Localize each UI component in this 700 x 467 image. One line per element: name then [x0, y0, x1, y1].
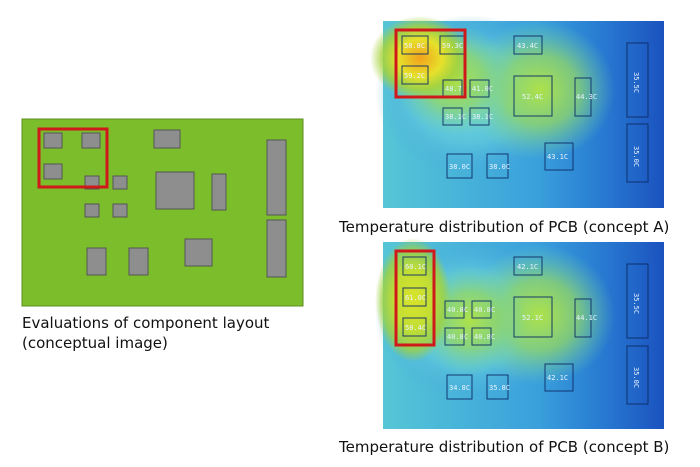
temp-label-b: 52.1C — [522, 314, 543, 322]
temp-label-a: 38.0C — [449, 163, 470, 171]
temp-label-a: 41.0C — [472, 85, 493, 93]
temp-label-b: 35.5C — [632, 293, 640, 314]
pcb-thermal-concept-b: 60.1C 61.0C 58.4C 42.1C 40.8C 40.8C 40.8… — [375, 238, 664, 429]
temp-label-a: 43.4C — [517, 42, 538, 50]
highlight-box — [394, 28, 467, 99]
chip — [86, 247, 107, 276]
chip — [128, 247, 149, 276]
temp-label-b: 40.8C — [474, 306, 495, 314]
temp-label-b: 61.0C — [405, 294, 426, 302]
temp-label-a: 38.1C — [445, 113, 466, 121]
temp-label-b: 40.8C — [447, 306, 468, 314]
highlight-box — [394, 249, 436, 347]
temp-label-a: 44.3C — [576, 93, 597, 101]
chip — [81, 132, 101, 149]
chip — [266, 139, 287, 216]
chip — [153, 129, 181, 149]
temp-label-b: 34.8C — [449, 384, 470, 392]
chip — [155, 171, 195, 210]
temp-label-a: 35.0C — [632, 146, 640, 167]
layout-caption-line2: (conceptual image) — [22, 334, 168, 352]
chip — [112, 175, 128, 190]
temp-label-a: 43.1C — [547, 153, 568, 161]
temp-label-b: 35.8C — [489, 384, 510, 392]
chip — [43, 132, 63, 149]
temp-label-a: 35.5C — [632, 72, 640, 93]
temp-label-a: 58.8C — [404, 42, 425, 50]
temp-label-b: 42.1C — [517, 263, 538, 271]
temp-label-a: 59.2C — [404, 72, 425, 80]
concept-b-caption: Temperature distribution of PCB (concept… — [339, 438, 670, 456]
temp-label-a: 59.3C — [442, 42, 463, 50]
concept-a-caption: Temperature distribution of PCB (concept… — [339, 218, 670, 236]
temp-label-a: 38.1C — [472, 113, 493, 121]
chip — [112, 203, 128, 218]
chip — [43, 163, 63, 180]
temp-label-b: 35.0C — [632, 367, 640, 388]
temp-label-b: 40.8C — [447, 333, 468, 341]
temp-label-a: 48.7 — [445, 85, 462, 93]
temp-label-a: 38.0C — [489, 163, 510, 171]
chip — [211, 173, 227, 211]
temp-label-a: 52.4C — [522, 93, 543, 101]
layout-caption-line1: Evaluations of component layout — [22, 314, 270, 332]
highlight-box — [37, 127, 109, 189]
temp-label-b: 42.1C — [547, 374, 568, 382]
chip — [84, 203, 100, 218]
pcb-thermal-concept-a: 58.8C 59.3C 59.2C 48.7 41.0C 38.1C 38.1C… — [370, 15, 664, 208]
chip — [184, 238, 213, 267]
temp-label-b: 58.4C — [405, 324, 426, 332]
layout-caption: Evaluations of component layout (concept… — [22, 313, 269, 353]
temp-label-b: 44.1C — [576, 314, 597, 322]
temp-label-b: 40.8C — [474, 333, 495, 341]
temp-label-b: 60.1C — [405, 263, 426, 271]
layout-board — [21, 118, 304, 307]
chip — [266, 219, 287, 278]
